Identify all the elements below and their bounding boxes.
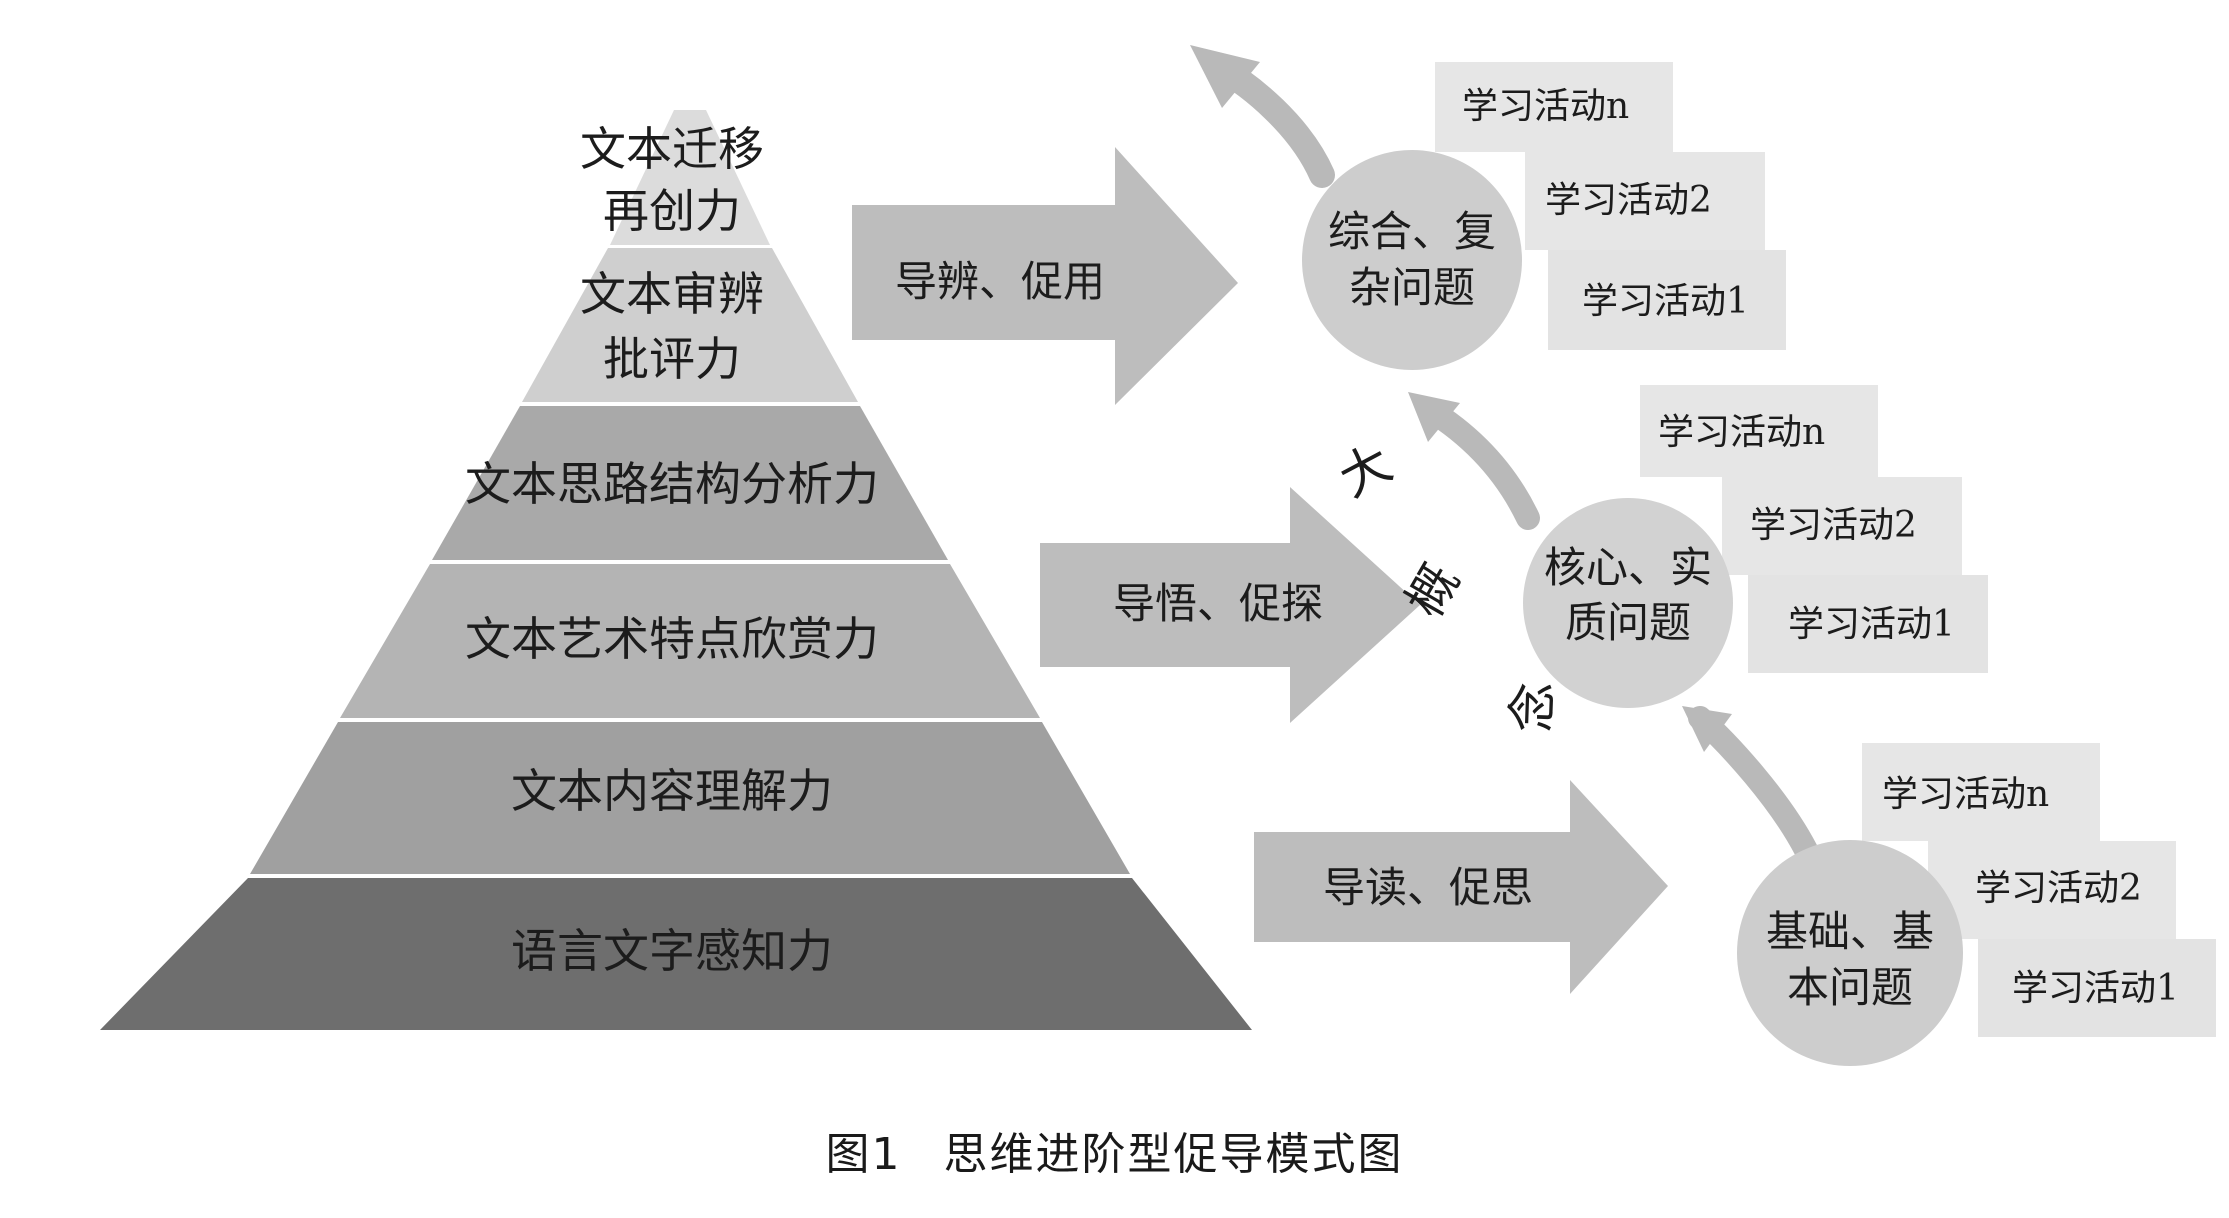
- curved-arrowheads: [1190, 45, 1732, 752]
- activity-stack-top: [1435, 62, 1786, 350]
- circle-middle-line-2: 质问题: [1565, 598, 1691, 647]
- arrow-bottom-label: 导读、促思: [1323, 863, 1533, 912]
- activity-label-top-1: 学习活动1: [1582, 281, 1749, 322]
- circle-top-line-2: 杂问题: [1349, 263, 1475, 312]
- activity-label-top-n: 学习活动n: [1462, 86, 1629, 127]
- pyramid-layer-2-line-2: 批评力: [603, 332, 741, 386]
- arrow-middle: [1040, 487, 1420, 723]
- activity-box-middle-1: [1748, 575, 1988, 673]
- circle-bottom: [1737, 840, 1963, 1066]
- figure-caption: 图1 思维进阶型促导模式图: [0, 1118, 2229, 1182]
- arrow-bottom: [1254, 780, 1668, 994]
- activity-box-bottom-n: [1862, 743, 2100, 841]
- circle-middle: [1523, 498, 1733, 708]
- activity-box-bottom-1: [1978, 939, 2216, 1037]
- activity-label-bottom-1: 学习活动1: [2012, 968, 2179, 1009]
- pyramid-layer-6-label: 语言文字感知力: [511, 924, 833, 978]
- pyramid-layer-1-line-2: 再创力: [603, 184, 741, 238]
- pyramid-layer-5-label: 文本内容理解力: [511, 764, 833, 818]
- activity-stack-bottom: [1862, 743, 2216, 1037]
- activity-box-middle-n: [1640, 385, 1878, 477]
- activity-label-middle-2: 学习活动2: [1750, 505, 1917, 546]
- problem-circles: [1302, 150, 1963, 1066]
- arrow-top: [852, 147, 1238, 405]
- pyramid-layer-1-line-1: 文本迁移: [580, 122, 764, 176]
- curved-arrow-middle: [1418, 398, 1540, 530]
- activity-label-middle-1: 学习活动1: [1788, 604, 1955, 645]
- big-concept-char-1: 大: [1330, 434, 1401, 509]
- curved-arrow-bottom: [1688, 706, 1818, 862]
- pyramid-layer-5: [250, 722, 1130, 874]
- curved-arrow-top-head: [1190, 45, 1260, 108]
- activity-box-top-1: [1548, 250, 1786, 350]
- curved-arrow-middle-head: [1408, 392, 1460, 442]
- circle-bottom-line-1: 基础、基: [1766, 907, 1934, 956]
- figure-number: 图1: [825, 1129, 902, 1180]
- circle-top: [1302, 150, 1522, 370]
- activity-stack-middle: [1640, 385, 1988, 673]
- activity-box-top-2: [1525, 152, 1765, 250]
- figure-title: 思维进阶型促导模式图: [943, 1129, 1404, 1180]
- pyramid-layer-3: [432, 406, 948, 560]
- activity-label-bottom-2: 学习活动2: [1975, 868, 2142, 909]
- activity-label-middle-n: 学习活动n: [1658, 412, 1825, 453]
- block-arrows: [852, 147, 1668, 994]
- arrow-middle-label: 导悟、促探: [1113, 579, 1323, 628]
- circle-top-line-1: 综合、复: [1328, 207, 1496, 256]
- activity-label-bottom-n: 学习活动n: [1882, 774, 2049, 815]
- pyramid-layer-1: [610, 110, 770, 245]
- pyramid-layer-2-line-1: 文本审辨: [580, 267, 764, 321]
- pyramid-layer-3-label: 文本思路结构分析力: [465, 457, 879, 511]
- curved-arrow-bottom-head: [1682, 706, 1732, 752]
- circle-bottom-line-2: 本问题: [1787, 963, 1913, 1012]
- activity-box-middle-2: [1722, 477, 1962, 575]
- activity-label-top-2: 学习活动2: [1545, 180, 1712, 221]
- activity-box-top-n: [1435, 62, 1673, 152]
- big-concept-char-3: 念: [1503, 681, 1563, 733]
- pyramid-layer-6: [100, 878, 1252, 1030]
- pyramid-layer-4-label: 文本艺术特点欣赏力: [465, 612, 879, 666]
- pyramid-layer-2: [522, 248, 858, 402]
- activity-box-bottom-2: [1928, 841, 2176, 939]
- pyramid-layer-4: [340, 564, 1040, 718]
- arrow-top-label: 导辨、促用: [895, 257, 1105, 306]
- circle-middle-line-1: 核心、实: [1544, 543, 1712, 592]
- pyramid: [100, 110, 1252, 1030]
- diagram-canvas: 文本迁移 再创力 文本审辨 批评力 文本思路结构分析力 文本艺术特点欣赏力 文本…: [100, 45, 2216, 1066]
